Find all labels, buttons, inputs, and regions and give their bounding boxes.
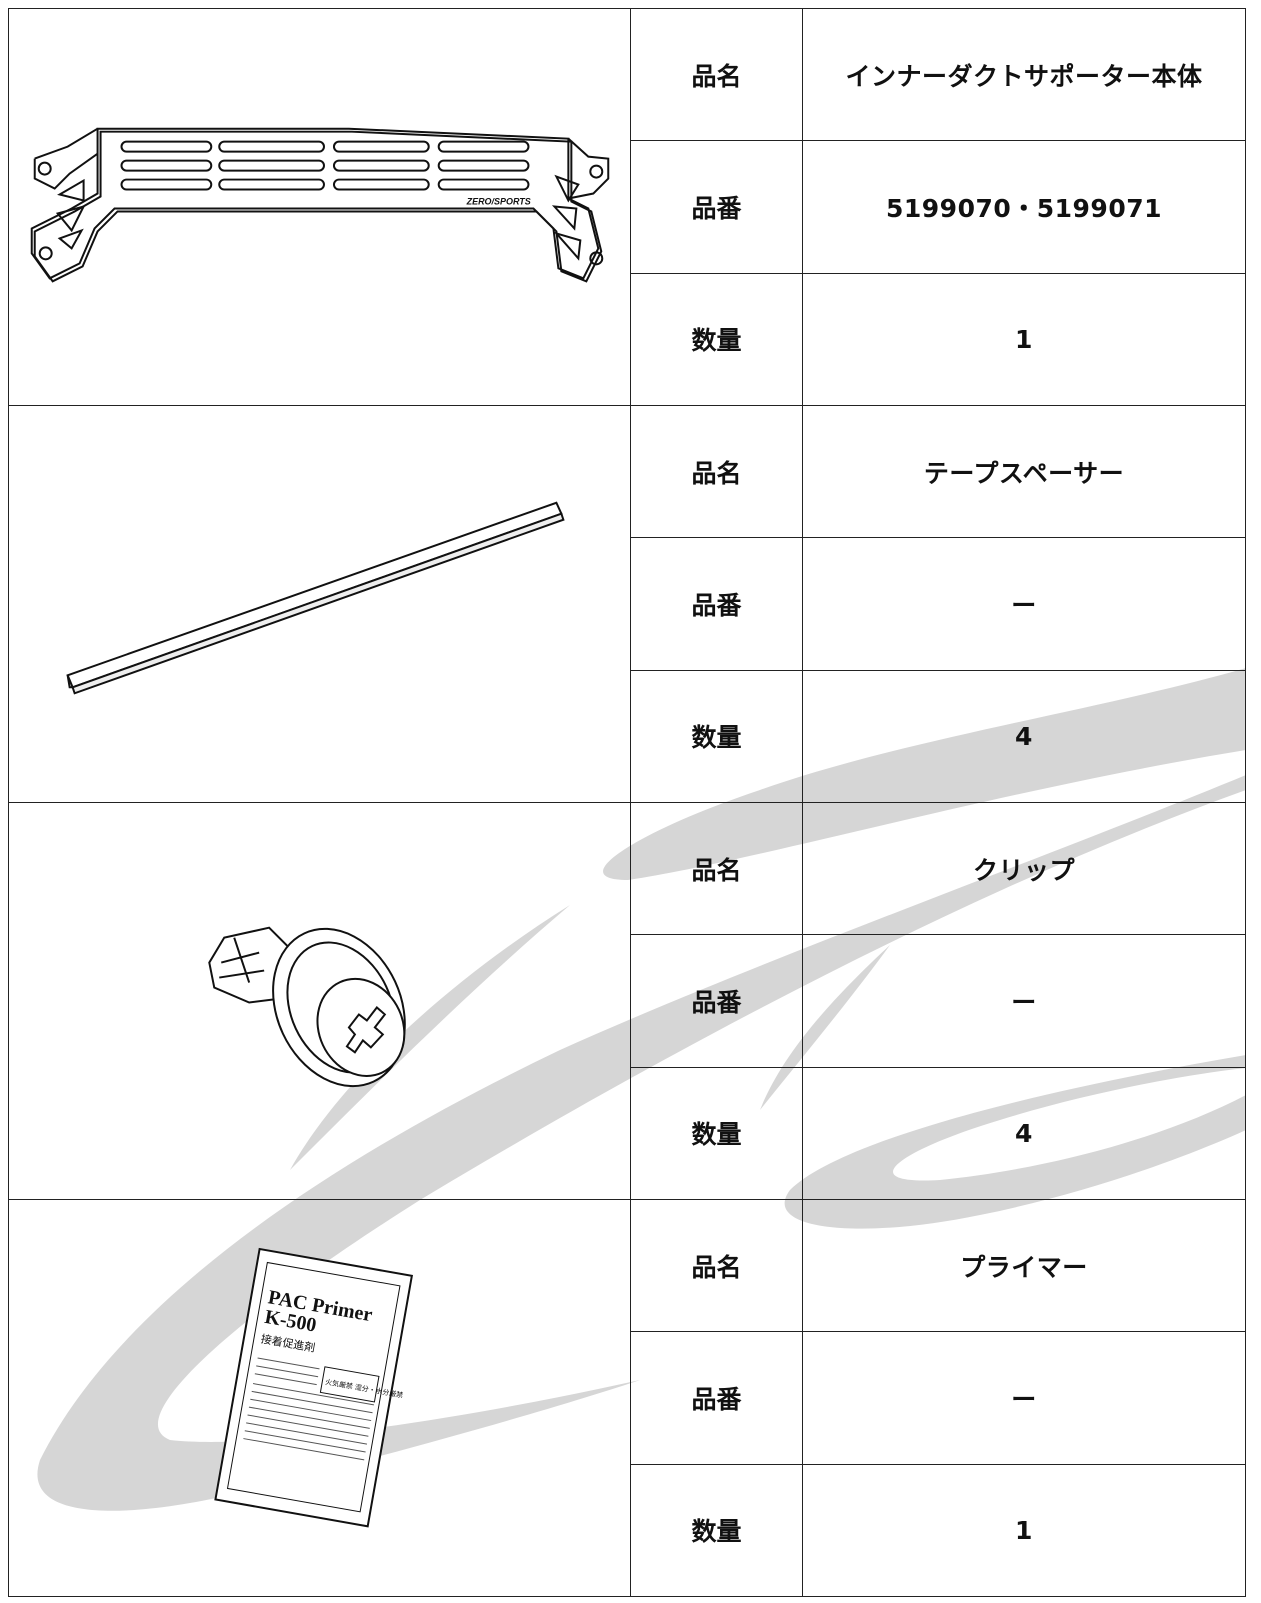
table-row: 品番 ー	[9, 537, 1246, 671]
number-label: 品番	[630, 140, 803, 274]
part-name: インナーダクトサポーター本体	[802, 7, 1246, 142]
part-number: ー	[802, 934, 1246, 1068]
primer-packet-illustration: PAC Primer K-500 接着促進剤 火気厳禁 湿分・水分厳禁	[214, 1247, 414, 1528]
table-row: 品名 クリップ	[8, 801, 1246, 1200]
part-name: クリップ	[802, 801, 1246, 936]
part-quantity: 4	[802, 669, 1246, 803]
quantity-label: 数量	[630, 1463, 803, 1597]
table-row: 品名 テープスペーサー	[8, 404, 1246, 803]
clip-illustration	[208, 926, 406, 1088]
quantity-label: 数量	[630, 1066, 803, 1200]
part-illustration-cell: ZERO/SPORTS	[8, 8, 631, 406]
part-quantity: 1	[802, 272, 1246, 406]
name-label: 品名	[630, 801, 803, 936]
quantity-label: 数量	[630, 272, 803, 406]
part-illustration-cell: PAC Primer K-500 接着促進剤 火気厳禁 湿分・水分厳禁	[8, 1198, 631, 1597]
zero-sports-logo: ZERO/SPORTS	[466, 196, 531, 206]
parts-table: ZERO/SPORTS 品名 インナーダクトサポーター本体 品番 5199070…	[8, 7, 1246, 1597]
table-row: 数量 1	[9, 272, 1246, 406]
part-quantity: 4	[802, 1066, 1246, 1200]
part-number: ー	[802, 1331, 1246, 1465]
tape-spacer-illustration	[66, 501, 565, 695]
part-quantity: 1	[802, 1463, 1246, 1597]
part-name: テープスペーサー	[802, 404, 1246, 539]
table-row: PAC Primer K-500 接着促進剤 火気厳禁 湿分・水分厳禁	[8, 1198, 1246, 1597]
part-illustration-cell	[8, 801, 631, 1200]
table-row: ZERO/SPORTS 品名 インナーダクトサポーター本体	[8, 7, 1246, 406]
number-label: 品番	[630, 537, 803, 671]
table-row: 品番 5199070・5199071	[9, 140, 1246, 274]
part-number: 5199070・5199071	[802, 140, 1246, 274]
part-name: プライマー	[802, 1198, 1246, 1333]
quantity-label: 数量	[630, 669, 803, 803]
number-label: 品番	[630, 934, 803, 1068]
part-illustration-cell	[8, 404, 631, 803]
number-label: 品番	[630, 1331, 803, 1465]
name-label: 品名	[630, 1198, 803, 1333]
name-label: 品名	[630, 404, 803, 539]
name-label: 品名	[630, 7, 803, 142]
inner-duct-supporter-illustration: ZERO/SPORTS	[30, 127, 610, 283]
part-number: ー	[802, 537, 1246, 671]
